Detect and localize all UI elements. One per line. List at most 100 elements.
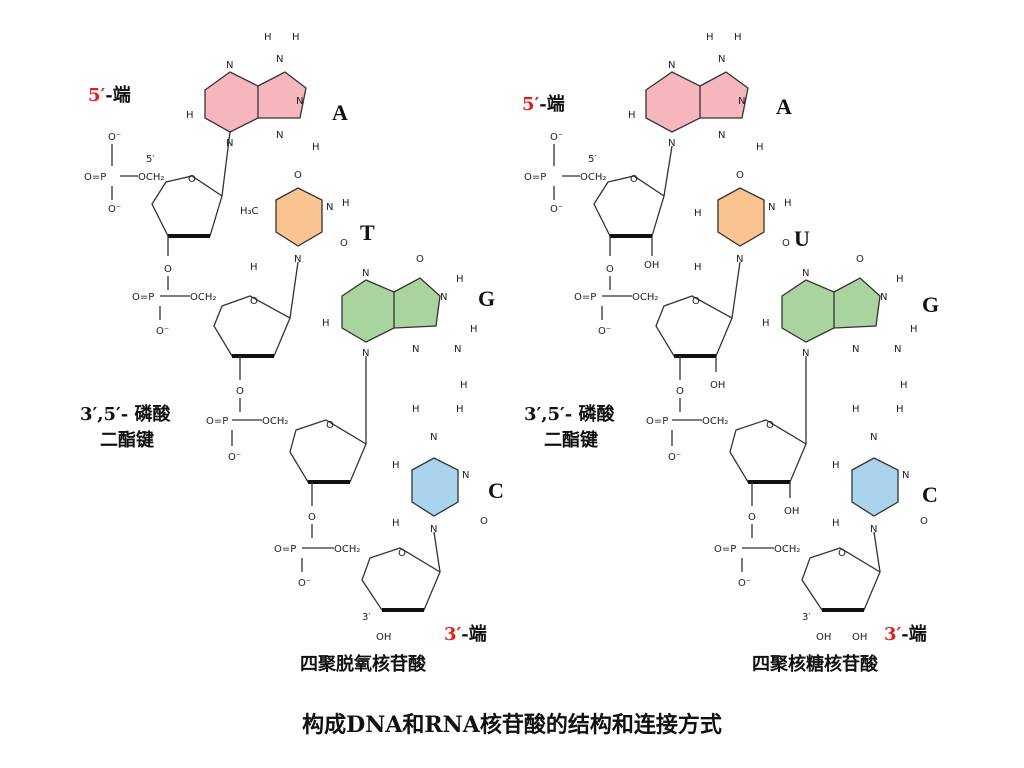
dna-three-prime-label: 3′-端 — [444, 624, 487, 645]
svg-text:N: N — [276, 54, 283, 65]
svg-text:OH: OH — [784, 506, 799, 517]
svg-text:OCH₂: OCH₂ — [774, 544, 800, 555]
svg-text:N: N — [412, 344, 419, 355]
svg-text:O⁻: O⁻ — [598, 326, 611, 337]
dna-chain: 5′-端 O⁻ O=P OCH₂ O⁻ 5′ O H H N N H — [80, 32, 504, 675]
svg-text:OCH₂: OCH₂ — [190, 292, 216, 303]
svg-text:O: O — [294, 170, 302, 181]
rna-phosphate-2: O O=P OCH₂ O⁻ — [574, 264, 658, 337]
svg-text:O⁻: O⁻ — [738, 578, 751, 589]
svg-text:N: N — [430, 432, 437, 443]
dna-bond-label-line2: 二酯键 — [100, 429, 154, 451]
rna-base-label-2: U — [794, 226, 810, 251]
svg-text:O=P: O=P — [714, 544, 736, 555]
svg-text:N: N — [802, 348, 809, 359]
svg-text:H: H — [896, 404, 904, 415]
dna-sugar-4: O 3′ OH — [361, 547, 441, 643]
rna-phosphate-4: O O=P OCH₂ O⁻ — [714, 512, 800, 589]
svg-text:O: O — [676, 386, 684, 397]
svg-text:H: H — [896, 274, 904, 285]
dna-bond-label-line1: 3′,5′- 磷酸 — [80, 403, 172, 425]
svg-text:O=P: O=P — [206, 416, 228, 427]
svg-text:H: H — [392, 518, 400, 529]
rna-five-prime-label: 5′-端 — [522, 94, 565, 115]
svg-text:O⁻: O⁻ — [108, 204, 121, 215]
dna-five-prime-label: 5′-端 — [88, 85, 131, 106]
svg-text:N: N — [430, 524, 437, 535]
svg-text:N: N — [736, 254, 743, 265]
rna-bond-label-line2: 二酯键 — [544, 429, 598, 451]
svg-text:H: H — [852, 404, 860, 415]
rna-bond-label-line1: 3′,5′- 磷酸 — [524, 403, 616, 425]
svg-text:O=P: O=P — [132, 292, 154, 303]
svg-text:N: N — [718, 130, 725, 141]
svg-text:OCH₂: OCH₂ — [632, 292, 658, 303]
svg-text:H: H — [292, 32, 300, 43]
svg-text:N: N — [440, 292, 447, 303]
rna-sugar-4: O 3′ OH OH — [801, 547, 881, 643]
dna-base-label-2: T — [360, 220, 375, 245]
svg-text:OCH₂: OCH₂ — [702, 416, 728, 427]
rna-base-u: O H N H O H N U — [694, 170, 810, 319]
svg-text:H: H — [832, 460, 840, 471]
svg-text:N: N — [880, 292, 887, 303]
svg-text:O⁻: O⁻ — [298, 578, 311, 589]
svg-text:5′: 5′ — [146, 154, 155, 165]
svg-text:N: N — [226, 138, 233, 149]
rna-base-label-3: G — [922, 292, 939, 317]
svg-text:O: O — [164, 264, 172, 275]
svg-text:H: H — [470, 324, 478, 335]
svg-text:H: H — [312, 142, 320, 153]
svg-text:O=P: O=P — [646, 416, 668, 427]
figure-title: 构成DNA和RNA核苷酸的结构和连接方式 — [302, 712, 722, 738]
svg-text:H: H — [756, 142, 764, 153]
svg-text:OH: OH — [710, 380, 725, 391]
svg-text:O: O — [308, 512, 316, 523]
svg-text:H: H — [762, 318, 770, 329]
svg-text:O: O — [250, 296, 258, 307]
dna-phosphate-3: O O=P OCH₂ O⁻ — [206, 386, 288, 463]
svg-text:OH: OH — [376, 632, 391, 643]
svg-text:N: N — [668, 138, 675, 149]
svg-text:O: O — [606, 264, 614, 275]
svg-text:N: N — [462, 470, 469, 481]
svg-text:N: N — [296, 96, 303, 107]
svg-text:O⁻: O⁻ — [108, 132, 121, 143]
svg-text:OCH₂: OCH₂ — [334, 544, 360, 555]
rna-caption: 四聚核糖核苷酸 — [752, 653, 879, 675]
dna-phosphate-4: O O=P OCH₂ O⁻ — [274, 512, 360, 589]
svg-text:O: O — [236, 386, 244, 397]
svg-text:OCH₂: OCH₂ — [138, 172, 164, 183]
svg-text:H: H — [706, 32, 714, 43]
svg-text:O=P: O=P — [574, 292, 596, 303]
rna-sugar-1: O OH — [593, 174, 665, 271]
dna-base-label-1: A — [332, 100, 348, 125]
svg-text:N: N — [870, 524, 877, 535]
dna-base-label-4: C — [488, 478, 504, 503]
svg-text:H: H — [186, 110, 194, 121]
svg-text:H: H — [250, 262, 258, 273]
svg-text:O: O — [856, 254, 864, 265]
svg-text:H: H — [694, 262, 702, 273]
svg-text:H: H — [628, 110, 636, 121]
dna-base-g: O N H N H N N H H N G — [322, 254, 495, 444]
svg-text:H: H — [392, 460, 400, 471]
svg-text:H: H — [900, 380, 908, 391]
svg-text:H: H — [264, 32, 272, 43]
dna-phosphate-1: O⁻ O=P OCH₂ O⁻ 5′ — [84, 132, 164, 215]
svg-text:N: N — [276, 130, 283, 141]
rna-base-label-1: A — [776, 94, 792, 119]
rna-base-g: O N H N H N N H H N G — [762, 254, 939, 444]
rna-phosphate-3: O O=P OCH₂ O⁻ — [646, 386, 728, 463]
dna-sugar-2: O — [213, 295, 291, 380]
svg-text:N: N — [902, 470, 909, 481]
svg-text:OH: OH — [644, 260, 659, 271]
svg-text:H: H — [832, 518, 840, 529]
svg-text:O: O — [480, 516, 488, 527]
svg-text:N: N — [326, 202, 333, 213]
dna-caption: 四聚脱氧核苷酸 — [300, 653, 427, 675]
